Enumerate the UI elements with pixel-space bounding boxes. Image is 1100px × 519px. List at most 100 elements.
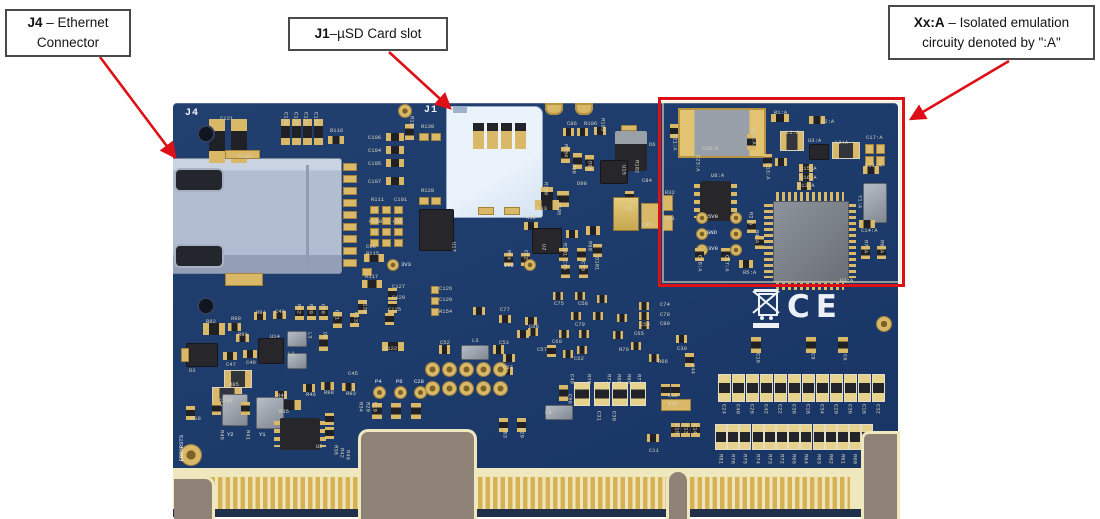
component-sv — [838, 337, 848, 353]
silkscreen-label: R82 — [206, 318, 216, 325]
component-tp — [731, 213, 741, 223]
silkscreen-label: C54 — [640, 321, 650, 328]
silkscreen-label: C107 — [368, 178, 382, 185]
component-tp — [415, 387, 426, 398]
silkscreen-label: C80 — [660, 320, 670, 327]
passive-component — [803, 375, 814, 401]
silkscreen-label: R105 — [555, 202, 563, 216]
component-sv — [747, 220, 756, 233]
component-sv — [411, 403, 421, 419]
component-sv — [391, 403, 401, 419]
silkscreen-label: C26 — [748, 404, 756, 414]
usd-slot-lip — [453, 107, 467, 113]
component-gd — [394, 239, 403, 247]
through-hole-pad — [494, 382, 507, 395]
component-ch — [810, 145, 828, 159]
silkscreen-label: C79 — [575, 321, 585, 328]
component-sh — [639, 321, 649, 329]
component-sv — [325, 413, 334, 425]
component-up — [515, 123, 526, 149]
silkscreen-label: C45 — [348, 370, 358, 377]
edge-finger-contacts — [478, 477, 670, 514]
component-sh — [528, 328, 538, 336]
arrow-to-isolation-region — [908, 59, 1010, 121]
component-gd — [876, 156, 885, 166]
component-sv — [292, 119, 301, 145]
silkscreen-label: R100 — [542, 182, 550, 196]
component-sh — [613, 331, 623, 339]
silkscreen-label: C60 — [552, 338, 562, 345]
silkscreen-label: C129 — [439, 296, 453, 303]
silkscreen-label: C132 — [352, 312, 360, 326]
silkscreen-label: R117 — [365, 273, 379, 280]
silkscreen-label: C36 — [846, 404, 854, 414]
passive-component — [801, 425, 812, 449]
component-gd — [370, 206, 379, 214]
component-gd — [865, 156, 874, 166]
silkscreen-label: L1 — [288, 350, 295, 357]
silkscreen-label: R128 — [421, 187, 435, 194]
component-gd — [661, 399, 691, 411]
silkscreen-label: C139 — [219, 397, 233, 404]
silkscreen-label: C30 — [610, 411, 618, 421]
component-sv — [561, 265, 570, 278]
component-gd — [382, 217, 391, 225]
silkscreen-label: R46 — [306, 391, 316, 398]
component-sh — [649, 354, 659, 362]
component-sh — [859, 220, 875, 228]
through-hole-pad — [443, 363, 456, 376]
component-sv — [747, 134, 756, 150]
eth-pad — [343, 259, 357, 267]
component-sv — [303, 119, 312, 145]
component-tb — [575, 103, 593, 115]
through-hole-pad — [460, 363, 473, 376]
component-sv — [295, 306, 304, 320]
component-sv — [372, 403, 382, 419]
component-sv — [319, 335, 328, 351]
silkscreen-label: C63 — [501, 428, 509, 438]
silkscreen-label: R13:A — [798, 182, 815, 189]
component-sv — [559, 248, 568, 261]
component-sh — [243, 350, 257, 358]
component-gd — [181, 348, 189, 362]
silkscreen-label: C13 — [682, 424, 690, 434]
component-sh — [631, 342, 641, 350]
eth-pad — [343, 223, 357, 231]
silkscreen-label: U5 — [316, 443, 323, 450]
silkscreen-label: P6 — [396, 378, 403, 385]
silkscreen-label: R72 — [778, 454, 786, 464]
component-sv — [593, 244, 602, 257]
emulation-mcu-chip — [773, 201, 849, 283]
eth-pad — [343, 235, 357, 243]
through-hole-pad — [426, 382, 439, 395]
component-sh — [809, 116, 825, 124]
silkscreen-label: C127 — [392, 283, 406, 290]
silkscreen-label: C136 — [361, 300, 369, 314]
component-sh — [799, 164, 813, 172]
silkscreen-label: C44 — [689, 364, 697, 374]
component-sh — [797, 182, 811, 190]
component-sh — [499, 315, 511, 323]
arrow-to-ethernet — [98, 56, 177, 160]
component-sh — [517, 330, 529, 338]
component-sh — [524, 222, 538, 230]
passive-component — [813, 425, 824, 449]
component-gd — [663, 195, 673, 211]
component-gd — [394, 217, 403, 225]
component-gd — [621, 125, 637, 131]
passive-component — [728, 425, 739, 449]
component-gd — [370, 228, 379, 236]
component-sh — [559, 330, 569, 338]
silkscreen-label: C114 — [312, 112, 320, 126]
callout-text: J4 – Ethernet Connector — [12, 13, 124, 52]
silkscreen-label: R41 — [244, 430, 252, 440]
callout-ethernet-connector: J4 – Ethernet Connector — [5, 9, 131, 57]
connector-tab — [861, 431, 900, 519]
callout-rest: – Isolated emulation circuity denoted by… — [922, 14, 1070, 50]
component-sh — [503, 354, 515, 362]
silkscreen-label: C28 — [414, 378, 424, 385]
silkscreen-label: R79 — [619, 346, 629, 353]
silkscreen-label: C31 — [595, 411, 603, 421]
qfp-pins-icon — [847, 204, 856, 278]
component-sh — [579, 330, 589, 338]
